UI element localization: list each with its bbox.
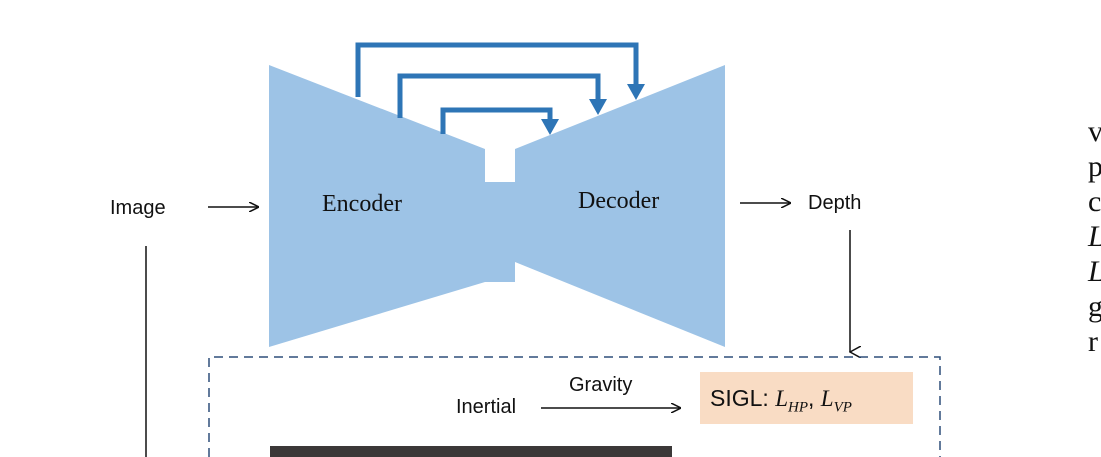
cropped-letter: c <box>1088 185 1101 218</box>
skip-connection-outer <box>355 42 639 97</box>
loss-vp-subscript: VP <box>833 399 852 416</box>
cropped-letter: v <box>1088 115 1101 148</box>
decoder-label: Decoder <box>578 188 660 214</box>
loss-hp-symbol: L <box>775 386 788 411</box>
skip-arrowhead-middle <box>589 99 607 115</box>
skip-connection-inner <box>440 107 553 134</box>
sigl-prefix: SIGL: <box>710 385 769 411</box>
skip-arrowhead-outer <box>627 84 645 100</box>
cropped-letter: g <box>1088 290 1101 323</box>
cropped-letter: L <box>1088 219 1101 254</box>
dark-bar <box>270 446 672 457</box>
sigl-loss-text: SIGL: LHP, LVP <box>710 385 852 417</box>
image-label: Image <box>110 197 166 219</box>
skip-arrowhead-inner <box>541 119 559 135</box>
loss-separator: , <box>808 385 815 411</box>
sigl-loss-box: SIGL: LHP, LVP <box>700 372 913 424</box>
bottleneck <box>485 182 515 282</box>
decoder-block <box>515 65 725 347</box>
encoder-block <box>269 65 485 347</box>
depth-label: Depth <box>808 192 862 214</box>
skip-connections <box>355 42 639 134</box>
encoder-label: Encoder <box>322 191 402 217</box>
cropped-text-column: v p c L L g r <box>1088 114 1101 359</box>
loss-vp-symbol: L <box>820 386 834 411</box>
loss-hp-subscript: HP <box>788 399 808 416</box>
loss-dashed-box <box>208 356 941 457</box>
gravity-label: Gravity <box>569 374 633 396</box>
cropped-letter: p <box>1088 150 1101 183</box>
inertial-label: Inertial <box>456 396 517 418</box>
skip-connection-middle <box>397 73 601 118</box>
cropped-letter: r <box>1088 325 1098 358</box>
cropped-letter: L <box>1088 254 1101 289</box>
skip-arrowheads <box>541 84 645 135</box>
